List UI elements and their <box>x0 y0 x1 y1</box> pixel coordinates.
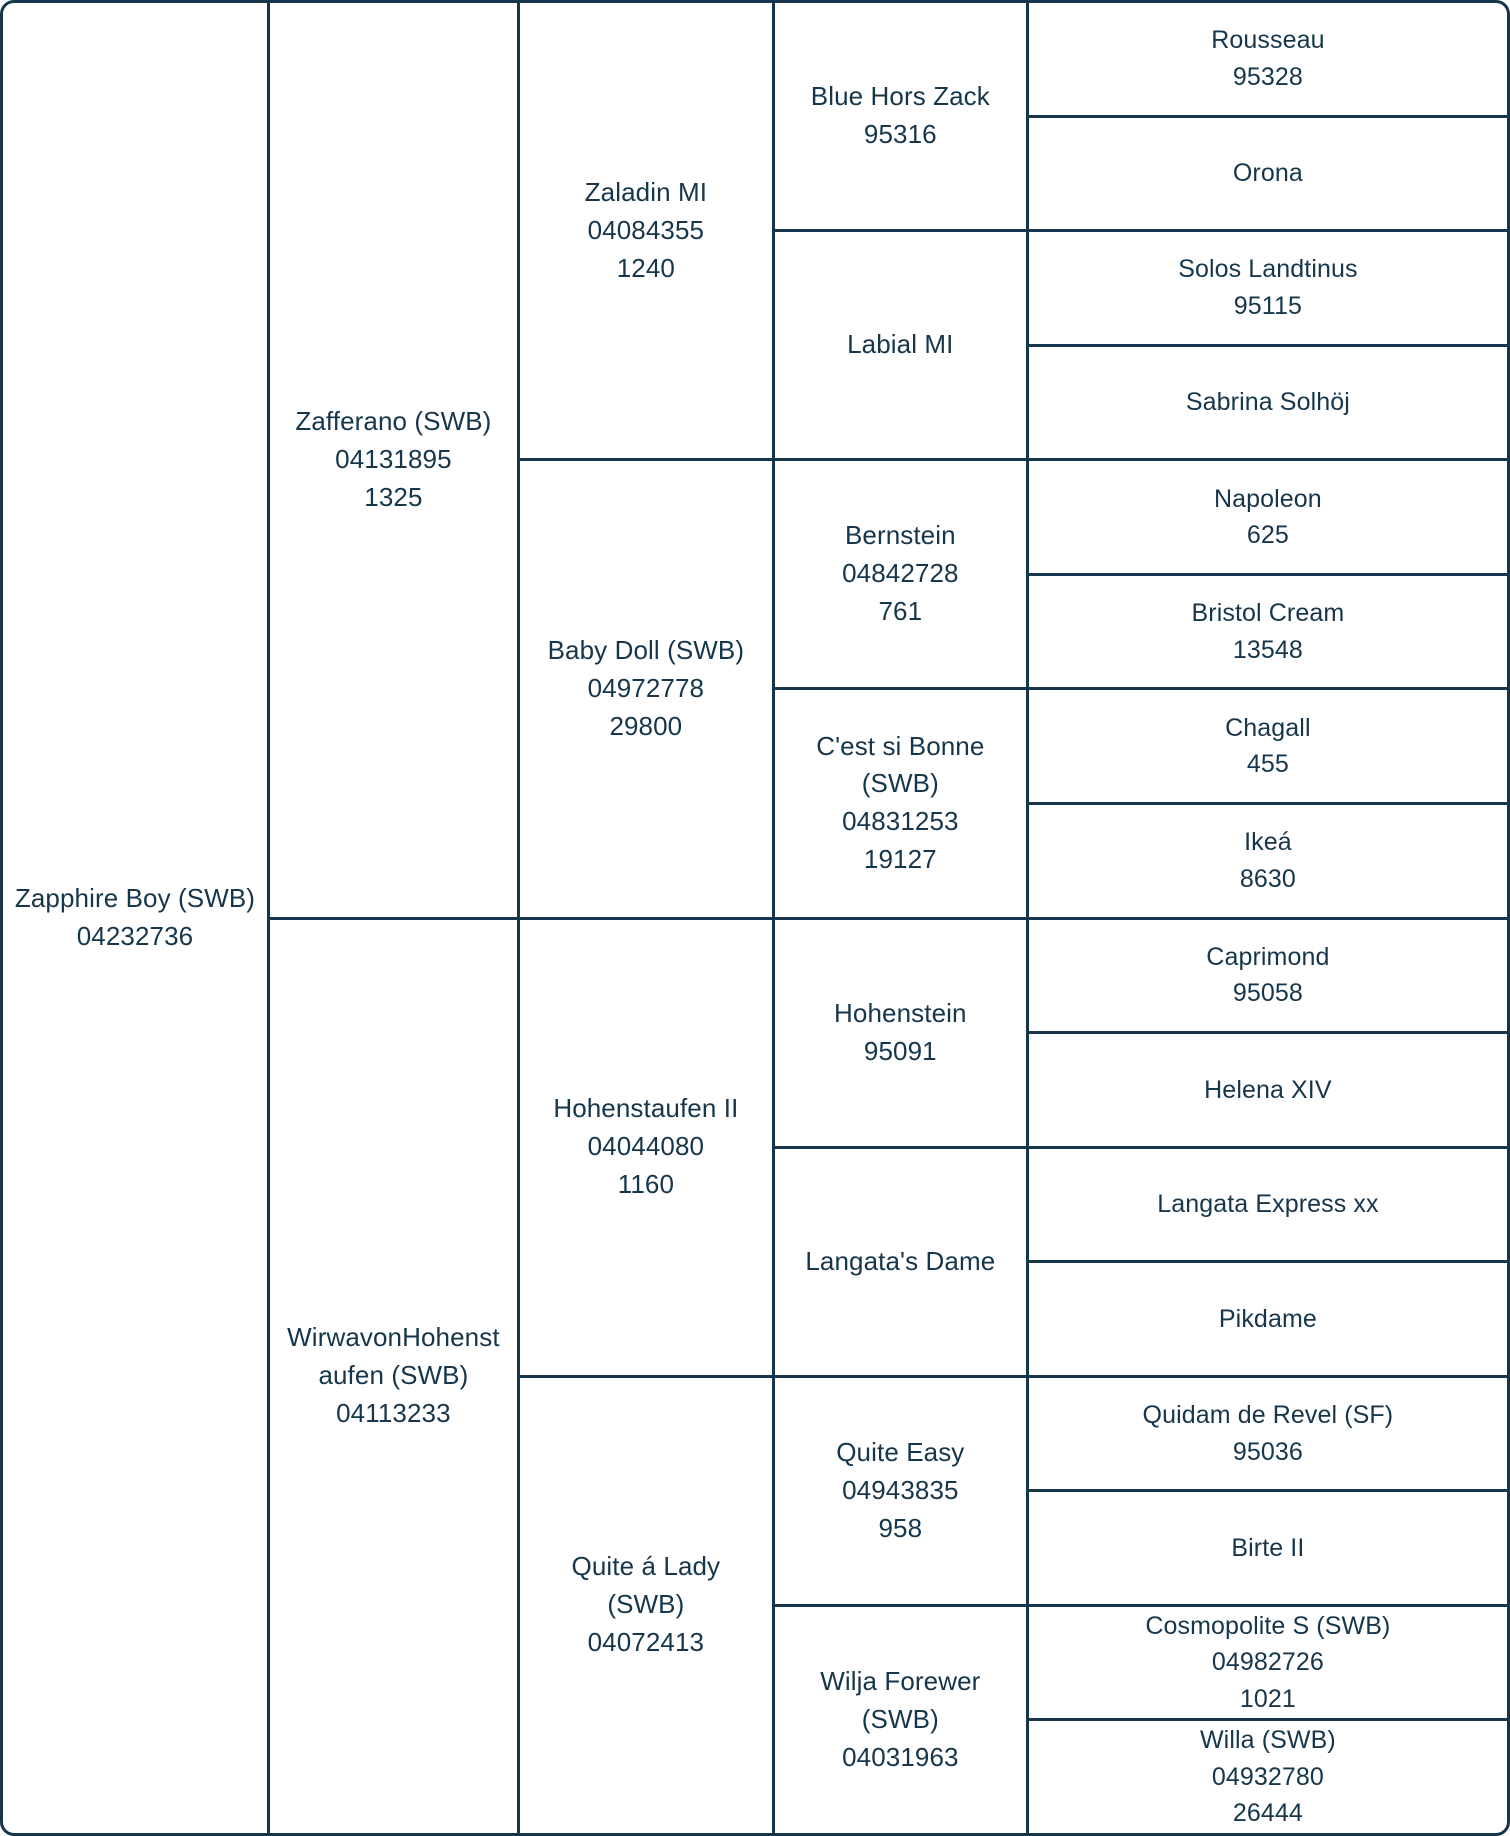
horse-name: Birte II <box>1231 1533 1305 1562</box>
pedigree-cell[interactable]: Hohenstein 95091 <box>774 916 1026 1146</box>
horse-name: Quidam de Revel (SF) <box>1142 1401 1394 1430</box>
horse-studbook-number: 19127 <box>863 844 937 875</box>
horse-name: Langata's Dame <box>805 1245 996 1276</box>
horse-name: Napoleon <box>1213 484 1322 513</box>
pedigree-cell[interactable]: Quite Easy 04943835 958 <box>774 1374 1026 1604</box>
pedigree-cell[interactable]: Zafferano (SWB) 04131895 1325 <box>270 3 517 917</box>
horse-name: Baby Doll (SWB) <box>547 634 745 665</box>
pedigree-cell[interactable]: Orona <box>1028 114 1507 230</box>
pedigree-cell[interactable]: Willa (SWB) 04932780 26444 <box>1028 1718 1507 1833</box>
horse-studbook-number: 761 <box>878 596 923 627</box>
horse-name: Caprimond <box>1206 942 1330 971</box>
horse-name: Bernstein <box>844 520 956 551</box>
horse-name: Zaladin MI <box>584 176 708 207</box>
horse-registration-id: 04044080 <box>587 1131 705 1162</box>
pedigree-cell[interactable]: Quidam de Revel (SF) 95036 <box>1028 1374 1507 1490</box>
horse-name: Solos Landtinus <box>1178 255 1358 284</box>
horse-registration-id: 455 <box>1246 750 1289 779</box>
horse-name: Bristol Cream <box>1191 599 1345 628</box>
horse-name: Labial MI <box>847 329 954 360</box>
pedigree-cell[interactable]: Langata Express xx <box>1028 1145 1507 1261</box>
pedigree-cell[interactable]: Helena XIV <box>1028 1031 1507 1146</box>
horse-registration-id: 04084355 <box>587 214 705 245</box>
pedigree-cell[interactable]: Ikeá 8630 <box>1028 801 1507 917</box>
pedigree-cell[interactable]: Langata's Dame <box>774 1145 1026 1375</box>
pedigree-cell[interactable]: Cosmopolite S (SWB) 04982726 1021 <box>1028 1603 1507 1719</box>
horse-registration-id: 95328 <box>1232 62 1303 91</box>
horse-studbook-number: 1021 <box>1239 1684 1296 1713</box>
generation-column-subject: Zapphire Boy (SWB) 04232736 <box>3 3 267 1833</box>
horse-name: Cosmopolite S (SWB) <box>1145 1611 1391 1640</box>
horse-registration-id: 95316 <box>863 119 937 150</box>
horse-registration-id: 04932780 <box>1211 1762 1324 1791</box>
horse-name: Langata Express xx <box>1157 1190 1379 1219</box>
horse-registration-id: 04943835 <box>842 1474 959 1505</box>
pedigree-cell[interactable]: Wilja Forewer (SWB) 04031963 <box>774 1603 1026 1833</box>
horse-studbook-number: 1240 <box>616 252 675 283</box>
horse-studbook-number: 1160 <box>617 1169 674 1200</box>
horse-registration-id: 95036 <box>1232 1437 1303 1466</box>
pedigree-cell[interactable]: C'est si Bonne (SWB) 04831253 19127 <box>774 687 1026 916</box>
horse-name: Zapphire Boy (SWB) <box>14 883 256 914</box>
pedigree-cell[interactable]: Napoleon 625 <box>1028 458 1507 573</box>
horse-name: Zafferano (SWB) <box>295 405 492 436</box>
pedigree-cell[interactable]: Zapphire Boy (SWB) 04232736 <box>3 3 267 1833</box>
pedigree-cell[interactable]: WirwavonHohenstaufen (SWB) 04113233 <box>269 916 517 1834</box>
pedigree-cell[interactable]: Rousseau 95328 <box>1029 3 1507 115</box>
horse-registration-id: 625 <box>1246 521 1289 550</box>
horse-name: Chagall <box>1225 713 1311 742</box>
horse-registration-id: 95091 <box>863 1035 937 1066</box>
pedigree-cell[interactable]: Labial MI <box>774 229 1026 458</box>
horse-name: Blue Hors Zack <box>810 81 990 112</box>
horse-name: Wilja Forewer (SWB) <box>820 1666 981 1734</box>
horse-registration-id: 04113233 <box>336 1398 451 1429</box>
pedigree-cell[interactable]: Birte II <box>1028 1489 1507 1604</box>
horse-studbook-number: 29800 <box>609 710 683 741</box>
horse-registration-id: 04842728 <box>842 558 959 589</box>
horse-name: Orona <box>1232 159 1303 188</box>
horse-name: Willa (SWB) <box>1199 1726 1336 1755</box>
horse-studbook-number: 26444 <box>1232 1799 1303 1828</box>
horse-name: Helena XIV <box>1204 1075 1332 1104</box>
horse-registration-id: 04831253 <box>842 806 959 837</box>
horse-studbook-number: 1325 <box>364 481 423 512</box>
horse-registration-id: 95058 <box>1232 979 1303 1008</box>
pedigree-cell[interactable]: Solos Landtinus 95115 <box>1028 229 1507 344</box>
horse-registration-id: 04232736 <box>76 921 194 951</box>
horse-name: Quite á Lady (SWB) <box>571 1551 721 1620</box>
pedigree-cell[interactable]: Bristol Cream 13548 <box>1028 572 1507 688</box>
pedigree-cell[interactable]: Caprimond 95058 <box>1028 916 1507 1032</box>
horse-registration-id: 13548 <box>1232 635 1303 664</box>
pedigree-cell[interactable]: Baby Doll (SWB) 04972778 29800 <box>519 458 772 916</box>
horse-registration-id: 95115 <box>1233 291 1302 320</box>
pedigree-cell[interactable]: Quite á Lady (SWB) 04072413 <box>519 1374 772 1833</box>
horse-name: Hohenstaufen II <box>553 1093 739 1124</box>
horse-name: Sabrina Solhöj <box>1185 388 1350 417</box>
horse-registration-id: 8630 <box>1239 864 1296 893</box>
pedigree-cell[interactable]: Zaladin MI 04084355 1240 <box>520 3 772 458</box>
horse-registration-id: 04972778 <box>587 672 705 703</box>
horse-name: Pikdame <box>1218 1304 1317 1333</box>
pedigree-cell[interactable]: Hohenstaufen II 04044080 1160 <box>519 916 772 1375</box>
pedigree-cell[interactable]: Sabrina Solhöj <box>1028 343 1507 459</box>
horse-name: Ikeá <box>1244 828 1292 857</box>
pedigree-cell[interactable]: Blue Hors Zack 95316 <box>775 3 1026 229</box>
pedigree-cell[interactable]: Pikdame <box>1028 1260 1507 1375</box>
horse-registration-id: 04982726 <box>1211 1648 1324 1677</box>
horse-name: C'est si Bonne (SWB) <box>816 730 985 799</box>
horse-name: WirwavonHohenstaufen (SWB) <box>287 1322 500 1391</box>
horse-registration-id: 04031963 <box>842 1741 959 1772</box>
pedigree-cell[interactable]: Bernstein 04842728 761 <box>774 458 1026 687</box>
horse-registration-id: 04131895 <box>335 443 452 474</box>
horse-name: Hohenstein <box>834 997 967 1028</box>
pedigree-cell[interactable]: Chagall 455 <box>1028 687 1507 802</box>
horse-name: Quite Easy <box>836 1436 965 1467</box>
horse-studbook-number: 958 <box>878 1512 923 1543</box>
horse-name: Rousseau <box>1211 26 1325 55</box>
horse-registration-id: 04072413 <box>587 1627 705 1658</box>
